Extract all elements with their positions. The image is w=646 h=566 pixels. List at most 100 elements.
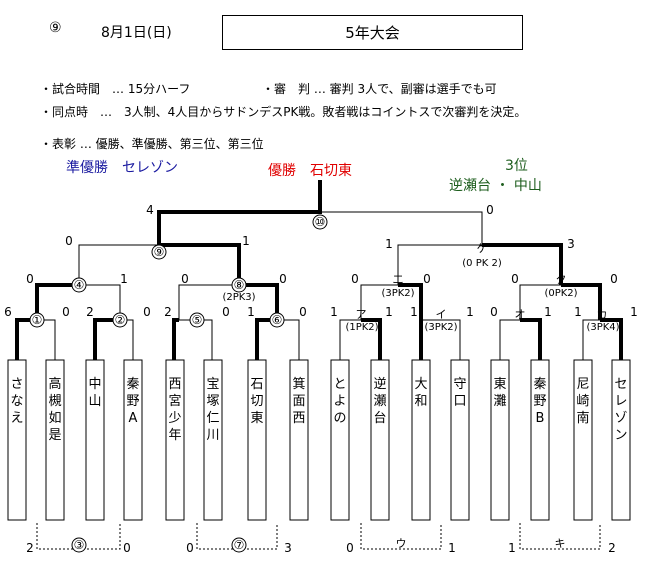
score-right: 1 bbox=[242, 234, 250, 248]
rule-referee: ・審 判 … 審判 3人で、副審は選手でも可 bbox=[262, 82, 497, 96]
team-name-char: 東 bbox=[493, 376, 506, 392]
runner-up-label: 準優勝 セレゾン bbox=[66, 160, 178, 176]
team-name-char: 高 bbox=[48, 376, 61, 392]
bracket-lines bbox=[15, 180, 623, 553]
match-label: ④ bbox=[74, 278, 85, 292]
match-label: キ bbox=[555, 537, 566, 550]
match-label: ア bbox=[356, 308, 367, 321]
team-name-char: 灘 bbox=[493, 394, 506, 409]
team-name-char: の bbox=[333, 411, 346, 426]
team-name-char: 大 bbox=[414, 377, 427, 392]
team-name-char: 如 bbox=[48, 410, 61, 426]
team-name-char: 野 bbox=[126, 394, 139, 409]
score-right: 3 bbox=[567, 237, 575, 251]
third-place-label: 3位 bbox=[505, 158, 528, 174]
score-right: 0 bbox=[299, 305, 307, 319]
team-name-char: 秦 bbox=[533, 377, 546, 392]
score-right: 0 bbox=[486, 203, 494, 217]
pk-result: (3PK2) bbox=[424, 322, 457, 333]
score-left: 4 bbox=[146, 203, 154, 217]
score-left: 1 bbox=[385, 237, 393, 251]
rule-tie: ・同点時 … 3人制、4人目からサドンデスPK戦。敗者戦はコイントスで次審判を決… bbox=[40, 105, 527, 119]
match-label: ケ bbox=[477, 242, 488, 255]
team-name-char: 少 bbox=[168, 411, 181, 426]
score-left: 1 bbox=[330, 305, 338, 319]
score-left: 0 bbox=[26, 272, 34, 286]
team-name-char: 西 bbox=[292, 411, 305, 426]
team-name-char: よ bbox=[333, 394, 346, 409]
score-right: 1 bbox=[544, 305, 552, 319]
pk-result: (2PK3) bbox=[222, 292, 255, 303]
pk-result: (1PK2) bbox=[345, 322, 378, 333]
team-name-char: ゾ bbox=[614, 411, 627, 426]
score-left: 1 bbox=[574, 305, 582, 319]
tournament-title-text: 5年大会 bbox=[345, 24, 400, 42]
team-name-char: 東 bbox=[250, 410, 263, 426]
score-right: 0 bbox=[123, 541, 131, 555]
champion-label: 優勝 石切東 bbox=[268, 163, 352, 179]
match-label: カ bbox=[597, 308, 608, 321]
team-name-char: 中 bbox=[88, 377, 101, 392]
tournament-title: 5年大会 bbox=[222, 15, 523, 50]
match-label: ⑩ bbox=[315, 215, 326, 229]
score-right: 0 bbox=[279, 272, 287, 286]
score-right: 1 bbox=[466, 305, 474, 319]
team-name-char: 守 bbox=[453, 377, 466, 392]
team-name-char: 箕 bbox=[292, 376, 305, 392]
team-name-char: 宮 bbox=[168, 393, 181, 409]
match-label: ク bbox=[556, 273, 567, 286]
score-right: 1 bbox=[448, 541, 456, 555]
team-name-char: 宝 bbox=[206, 377, 219, 392]
third-place-teams: 逆瀬台 ・ 中山 bbox=[449, 178, 542, 194]
score-left: 1 bbox=[410, 305, 418, 319]
team-name-char: 尼 bbox=[576, 377, 589, 392]
match-label: ⑦ bbox=[234, 538, 245, 552]
match-label: ⑥ bbox=[272, 313, 283, 327]
team-name-char: 西 bbox=[168, 377, 181, 392]
score-right: 1 bbox=[630, 305, 638, 319]
score-left: 0 bbox=[351, 272, 359, 286]
score-right: 3 bbox=[284, 541, 292, 555]
team-name-char: 切 bbox=[250, 394, 263, 409]
team-name-char: B bbox=[536, 411, 545, 426]
team-name-char: 石 bbox=[250, 377, 263, 392]
team-name-char: と bbox=[333, 377, 346, 392]
rule-match-time: ・試合時間 … 15分ハーフ bbox=[40, 82, 191, 96]
team-name-char: 逆 bbox=[373, 376, 386, 392]
team-name-char: 山 bbox=[88, 394, 101, 409]
pk-result: (3PK4) bbox=[586, 322, 619, 333]
score-left: 0 bbox=[65, 234, 73, 248]
team-name-char: 瀬 bbox=[373, 394, 386, 409]
score-right: 2 bbox=[608, 541, 616, 555]
score-left: 6 bbox=[4, 305, 12, 319]
match-label: ③ bbox=[74, 538, 85, 552]
score-right: 0 bbox=[423, 272, 431, 286]
score-right: 1 bbox=[385, 305, 393, 319]
team-name-char: 年 bbox=[168, 428, 181, 443]
team-names: さなえ高槻如是中山秦野A西宮少年宝塚仁川石切東箕面西とよの逆瀬台大和守口東灘秦野… bbox=[10, 376, 627, 443]
event-number: ⑨ bbox=[49, 20, 62, 36]
score-left: 2 bbox=[86, 305, 94, 319]
event-date: 8月1日(日) bbox=[101, 25, 172, 41]
team-name-char: 台 bbox=[373, 411, 386, 426]
team-name-char: 槻 bbox=[48, 393, 61, 409]
team-name-char: 是 bbox=[48, 428, 61, 443]
score-left: 2 bbox=[164, 305, 172, 319]
team-name-char: 秦 bbox=[126, 377, 139, 392]
rule-awards: ・表彰 … 優勝、準優勝、第三位、第三位 bbox=[40, 137, 264, 151]
team-name-char: 川 bbox=[206, 428, 219, 443]
score-left: 0 bbox=[490, 305, 498, 319]
score-right: 0 bbox=[143, 305, 151, 319]
score-right: 0 bbox=[222, 305, 230, 319]
match-label: ① bbox=[32, 313, 43, 327]
team-name-char: 仁 bbox=[206, 411, 219, 426]
team-name-char: 塚 bbox=[206, 394, 219, 409]
score-left: 1 bbox=[508, 541, 516, 555]
match-label: ⑧ bbox=[234, 278, 245, 292]
score-left: 0 bbox=[181, 272, 189, 286]
score-left: 0 bbox=[511, 272, 519, 286]
score-left: 1 bbox=[247, 305, 255, 319]
match-label: ⑤ bbox=[192, 313, 203, 327]
